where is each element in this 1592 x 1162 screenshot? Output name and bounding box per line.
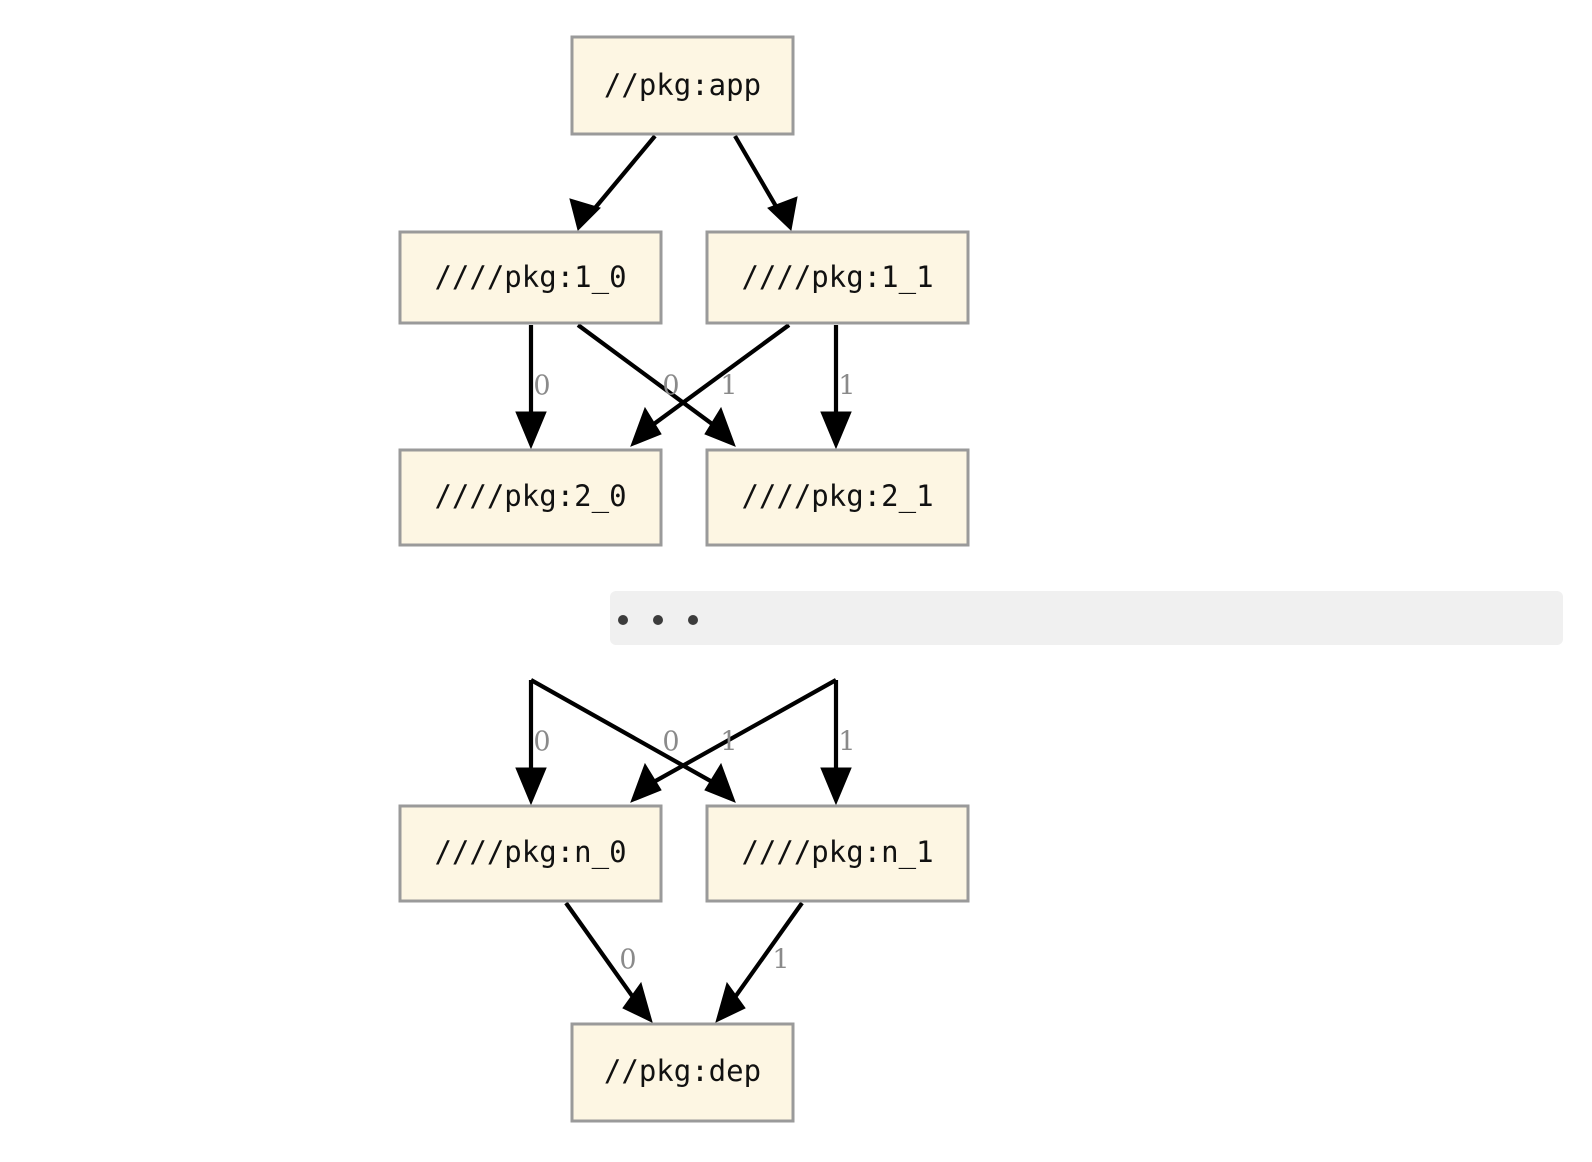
edge-line	[583, 134, 657, 222]
truncation-ellipsis	[610, 591, 1563, 645]
ellipsis-band	[610, 591, 1563, 645]
edge-n_1-to-dep: 1	[715, 901, 804, 1023]
edge-line	[529, 678, 725, 790]
edge-truncated-to-n_1-alt: 1	[820, 680, 856, 806]
node-box[interactable]	[705, 448, 970, 547]
node-1_0[interactable]: ////pkg:1_0	[398, 230, 663, 325]
edge-label: 1	[838, 371, 855, 402]
arrowhead-icon	[704, 762, 736, 803]
node-box[interactable]	[398, 804, 663, 903]
arrowhead-icon	[569, 198, 601, 231]
edge-line	[726, 901, 804, 1009]
edge-label: 1	[838, 727, 855, 758]
edge-line	[576, 323, 725, 434]
edge-line	[564, 901, 642, 1009]
edge-label: 0	[619, 945, 636, 976]
edge-layer: 0 0 1 1 0 0	[515, 134, 856, 1023]
edge-1_0-to-2_0: 0	[515, 325, 551, 450]
edge-app-to-1_0	[569, 134, 657, 231]
ellipsis-dot	[653, 615, 663, 625]
node-label: ////pkg:1_0	[434, 260, 626, 295]
node-n_0[interactable]: ////pkg:n_0	[398, 804, 663, 903]
edge-line	[641, 678, 838, 790]
arrowhead-icon	[630, 762, 662, 803]
arrowhead-icon	[767, 196, 798, 232]
edge-1_1-to-2_0: 1	[630, 323, 791, 447]
node-2_0[interactable]: ////pkg:2_0	[398, 448, 663, 547]
arrowhead-icon	[820, 767, 852, 806]
node-label: //pkg:dep	[604, 1054, 761, 1088]
edge-n_0-to-dep: 0	[564, 901, 653, 1023]
edge-label: 0	[662, 371, 679, 402]
ellipsis-dot	[618, 615, 628, 625]
node-label: ////pkg:n_1	[741, 835, 933, 870]
arrowhead-icon	[515, 767, 547, 806]
node-layer: //pkg:app ////pkg:1_0 ////pkg:1_1 ////pk…	[398, 35, 970, 1123]
edge-1_1-to-2_1: 1	[820, 325, 856, 450]
edge-label: 0	[662, 727, 679, 758]
node-label: //pkg:app	[604, 68, 761, 102]
node-box[interactable]	[398, 230, 663, 325]
edge-truncated-to-n_0: 0	[515, 680, 551, 806]
edge-label: 1	[720, 727, 737, 758]
edge-truncated-to-n_1: 0	[529, 678, 736, 803]
node-box[interactable]	[705, 230, 970, 325]
node-dep[interactable]: //pkg:dep	[570, 1022, 795, 1123]
node-box[interactable]	[570, 35, 795, 136]
node-2_1[interactable]: ////pkg:2_1	[705, 448, 970, 547]
edge-truncated-to-n_0-alt: 1	[630, 678, 838, 803]
node-label: ////pkg:n_0	[434, 835, 626, 870]
edge-label: 0	[533, 371, 550, 402]
node-box[interactable]	[398, 448, 663, 547]
node-1_1[interactable]: ////pkg:1_1	[705, 230, 970, 325]
edge-label: 1	[772, 945, 789, 976]
node-app[interactable]: //pkg:app	[570, 35, 795, 136]
node-label: ////pkg:2_1	[741, 479, 933, 514]
arrowhead-icon	[715, 981, 746, 1023]
edge-app-to-1_1	[733, 134, 798, 232]
node-n_1[interactable]: ////pkg:n_1	[705, 804, 970, 903]
edge-line	[641, 323, 791, 434]
node-label: ////pkg:1_1	[741, 260, 933, 295]
node-box[interactable]	[705, 804, 970, 903]
edge-label: 0	[533, 727, 550, 758]
node-label: ////pkg:2_0	[434, 479, 626, 514]
edge-label: 1	[720, 371, 737, 402]
node-box[interactable]	[570, 1022, 795, 1123]
edge-1_0-to-2_1: 0	[576, 323, 736, 447]
arrowhead-icon	[515, 411, 547, 450]
arrowhead-icon	[704, 406, 736, 447]
arrowhead-icon	[622, 981, 653, 1023]
arrowhead-icon	[630, 406, 662, 447]
ellipsis-dot	[688, 615, 698, 625]
arrowhead-icon	[820, 411, 852, 450]
